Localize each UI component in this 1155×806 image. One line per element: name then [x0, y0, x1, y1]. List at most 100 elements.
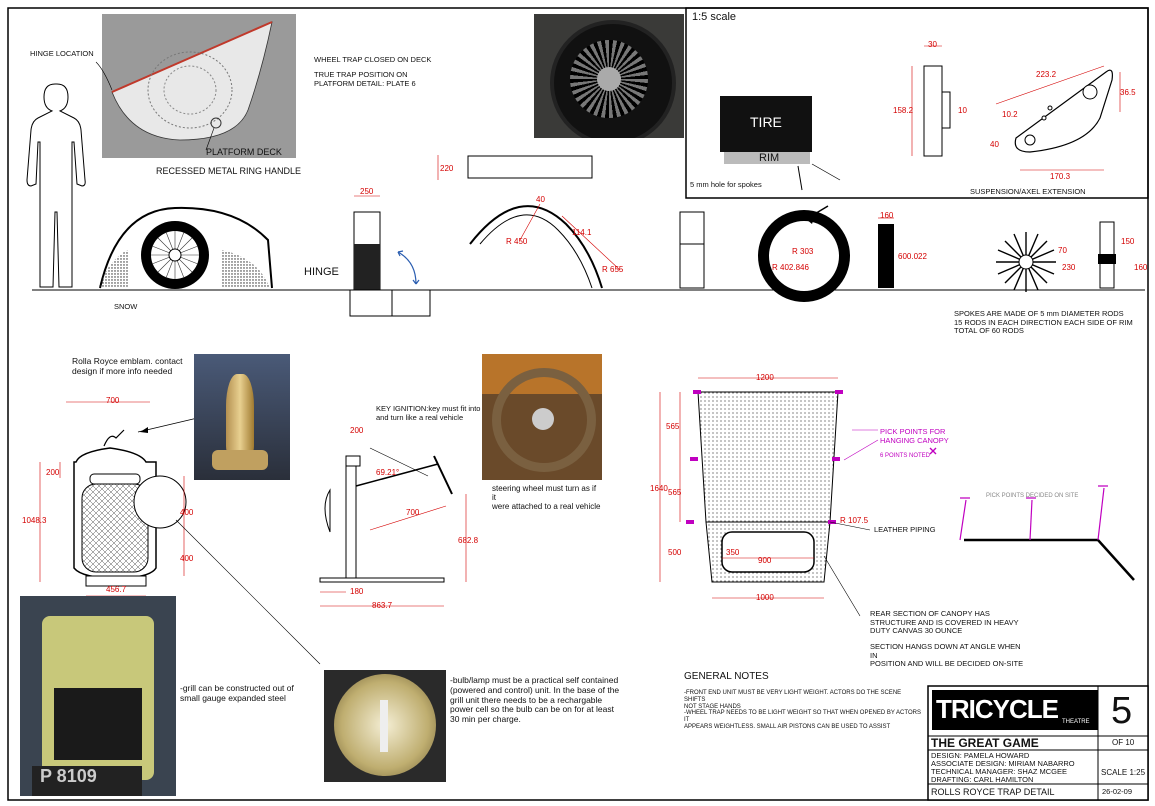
canopy-onsite-line: [964, 538, 1135, 581]
dim-900: 900: [758, 556, 772, 565]
dim-1200: 1200: [756, 373, 774, 382]
scale-box: [685, 7, 1149, 199]
rear-section-note: REAR SECTION OF CANOPY HAS STRUCTURE AND…: [870, 609, 1019, 636]
tire-section: [878, 224, 894, 288]
leather-piping-label: LEATHER PIPING: [874, 525, 936, 534]
dim-40-angle: 40: [536, 195, 545, 204]
dim-200-grill: 200: [46, 468, 60, 477]
steering-wheel-side: [433, 455, 453, 495]
bracket-side: [923, 65, 943, 157]
dim-220: 220: [440, 164, 454, 173]
spoke-hole-label: 5 mm hole for spokes: [690, 180, 762, 189]
dim-160-right: 160: [1134, 263, 1148, 272]
headlamp-circle: [133, 475, 187, 529]
bulb-note: -bulb/lamp must be a practical self cont…: [450, 675, 620, 725]
dim-70: 70: [1058, 246, 1067, 255]
dim-400-a: 400: [180, 508, 194, 517]
dim-r402: R 402.846: [772, 263, 809, 272]
design-credit: DESIGN: PAMELA HOWARD: [931, 751, 1030, 760]
canopy-frame: [697, 391, 839, 523]
dim-40: 40: [990, 140, 999, 149]
snow-label: SNOW: [114, 302, 138, 311]
fender-arc: [469, 205, 603, 289]
dim-150: 150: [1121, 237, 1135, 246]
platform-deck-label: PLATFORM DECK: [206, 147, 282, 157]
dim-350: 350: [726, 548, 740, 557]
dim-r107: R 107.5: [840, 516, 869, 525]
grill-note: -grill can be constructed out of small g…: [180, 683, 294, 703]
hinge-location-label: HINGE LOCATION: [30, 49, 94, 58]
drawing-title: ROLLS ROYCE TRAP DETAIL: [931, 787, 1055, 797]
dim-456: 456.7: [106, 585, 127, 594]
dim-30: 30: [928, 40, 937, 49]
suspension-caption: SUSPENSION/AXEL EXTENSION: [970, 187, 1086, 196]
logo-text: TRICYCLE: [936, 694, 1059, 724]
points-noted: 6 POINTS NOTED: [880, 453, 931, 459]
steering-photo: [482, 354, 602, 480]
general-note-2: -WHEEL TRAP NEEDS TO BE LIGHT WEIGHT SO …: [684, 710, 921, 730]
sheet-border: [7, 7, 1149, 801]
dim-565-a: 565: [666, 422, 680, 431]
dim-10-2: 10.2: [1002, 110, 1018, 119]
dim-223: 223.2: [1036, 70, 1057, 79]
hinge-label: HINGE: [304, 266, 339, 278]
dim-1000: 1000: [756, 593, 774, 602]
dim-250: 250: [360, 187, 374, 196]
dim-r450: R 450: [506, 237, 528, 246]
assoc-credit: ASSOCIATE DESIGN: MIRIAM NABARRO: [931, 759, 1075, 768]
steering-column: [345, 465, 357, 583]
show-title: THE GREAT GAME: [931, 736, 1039, 750]
ring-handle-label: RECESSED METAL RING HANDLE: [156, 166, 302, 176]
hang-note: SECTION HANGS DOWN AT ANGLE WHEN IN POSI…: [870, 642, 1024, 669]
tech-credit: TECHNICAL MANAGER: SHAZ MCGEE: [931, 767, 1067, 776]
dim-r303: R 303: [792, 247, 814, 256]
dim-700-col: 700: [406, 508, 420, 517]
general-note-1: -FRONT END UNIT MUST BE VERY LIGHT WEIGH…: [684, 690, 902, 710]
license-plate: P 8109: [32, 766, 142, 796]
dim-r655: R 655: [602, 265, 624, 274]
dim-1640: 1640: [650, 484, 668, 493]
tire-label: TIRE: [750, 114, 782, 130]
side-panel: [679, 211, 705, 289]
dim-180: 180: [350, 587, 364, 596]
wheel-arch: [99, 206, 273, 289]
onsite-label: PICK POINTS DECIDED ON SITE: [986, 493, 1079, 499]
trap-lid: [467, 155, 593, 179]
dim-158: 158.2: [893, 106, 914, 115]
dim-400-b: 400: [180, 554, 194, 563]
sheet-of: OF 10: [1112, 738, 1135, 747]
key-ignition-note: KEY IGNITION:key must fit into and turn …: [376, 404, 481, 422]
scale-label: SCALE 1:25: [1101, 768, 1146, 777]
scale-title: 1:5 scale: [692, 11, 737, 23]
dim-angle: 69.21°: [376, 468, 400, 477]
drafting-credit: DRAFTING: CARL HAMILTON: [931, 775, 1034, 784]
general-notes-title: GENERAL NOTES: [684, 671, 769, 682]
dim-10: 10: [958, 106, 967, 115]
headlamp-photo: [324, 670, 446, 782]
sheet-number: 5: [1111, 690, 1133, 732]
drawing-date: 26-02-09: [1102, 787, 1133, 796]
dim-170: 170.3: [1050, 172, 1071, 181]
steering-wheel-note: steering wheel must turn as if it were a…: [492, 484, 601, 512]
emblem-note: Rolla Royce emblam. contact design if mo…: [72, 356, 183, 376]
dim-565-b: 565: [668, 488, 682, 497]
grill-photo: P 8109: [20, 596, 176, 796]
true-position-note: TRUE TRAP POSITION ON PLATFORM DETAIL: P…: [314, 70, 416, 88]
dim-500: 500: [668, 548, 682, 557]
dim-36: 36.5: [1120, 88, 1136, 97]
spokes-note: SPOKES ARE MADE OF 5 mm DIAMETER RODS 15…: [954, 309, 1133, 336]
dim-700-grill: 700: [106, 396, 120, 405]
logo-theatre: THEATRE: [1062, 719, 1090, 725]
pick-points-note: PICK POINTS FOR HANGING CANOPY: [880, 427, 949, 445]
dim-600: 600.022: [898, 252, 927, 261]
emblem-photo: [194, 354, 290, 480]
wheel-photo: [534, 14, 684, 138]
trap-closed-note: WHEEL TRAP CLOSED ON DECK: [314, 55, 432, 64]
dim-682: 682.8: [458, 536, 479, 545]
dim-200-col: 200: [350, 426, 364, 435]
tire-scale-detail: [720, 96, 812, 152]
dim-230: 230: [1062, 263, 1076, 272]
human-silhouette: [26, 83, 86, 288]
